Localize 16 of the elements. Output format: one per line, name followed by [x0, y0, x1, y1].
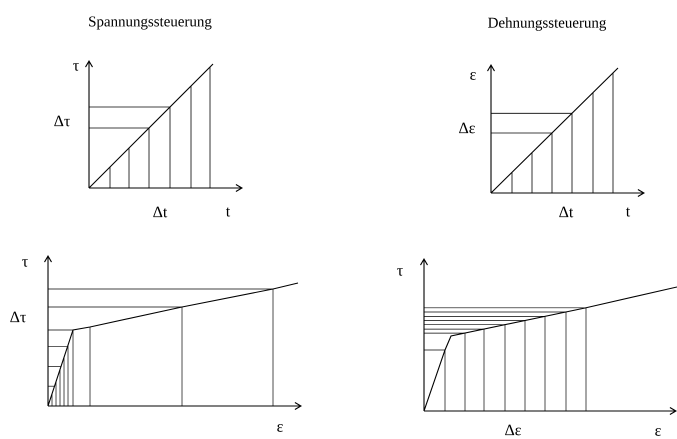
increment-label: Δε: [459, 122, 476, 134]
increment-label: Δε: [505, 424, 522, 436]
axis-label: t: [226, 207, 230, 217]
increment-label: Δt: [559, 206, 574, 218]
axis-label: τ: [397, 268, 403, 276]
axis-label: ε: [277, 424, 283, 432]
axis-label: τ: [22, 259, 28, 267]
panel-title: Dehnungssteuerung: [488, 17, 606, 31]
axis-label: τ: [73, 63, 79, 71]
axis-label: ε: [655, 428, 661, 436]
increment-label: Δτ: [10, 312, 26, 322]
increment-label: Δτ: [54, 116, 70, 126]
axis-label: ε: [470, 72, 476, 80]
axis-label: t: [626, 207, 630, 217]
increment-label: Δt: [153, 206, 168, 218]
panel-title: Spannungssteuerung: [89, 16, 212, 30]
